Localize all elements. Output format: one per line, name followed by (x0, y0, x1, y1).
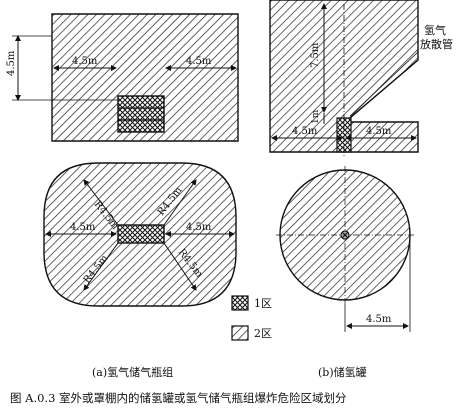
vent-pipe-label-1: 氢气 (424, 23, 446, 37)
dim-b-small-vertical: 1m (311, 109, 321, 124)
legend-zone1-label: 1区 (254, 297, 272, 310)
dim-b-circle-radius: 4.5m (366, 314, 392, 325)
vent-pipe-label-2: 放散管 (420, 37, 453, 51)
panel-a-elevation: 4.5m 4.5m 4.5m (6, 13, 239, 142)
legend-zone2-swatch (231, 325, 249, 341)
panel-b-label: (b)储氢罐 (318, 365, 367, 379)
panel-b-elevation: 7.5m 1m 4.5m 4.5m 氢气 放散管 (269, 0, 453, 156)
dim-b-top-vertical: 7.5m (310, 42, 321, 68)
dim-plan-left: 4.5m (70, 222, 96, 233)
cylinder-group-zone1 (117, 95, 165, 133)
dim-b-right: 4.5m (366, 126, 392, 137)
legend-zone2-label: 2区 (254, 327, 272, 340)
dim-b-left: 4.5m (292, 126, 318, 137)
elevation-zone2-area (51, 13, 239, 142)
dim-a-left-horizontal: 4.5m (72, 56, 98, 67)
panel-a-plan: 4.5m 4.5m R4.5m R4.5m R4.5m R4.5m (43, 162, 237, 307)
tank-zone1 (336, 117, 352, 153)
panel-a-label: (a)氢气储气瓶组 (92, 365, 173, 379)
legend: 1区 2区 (231, 295, 272, 341)
dim-a-right-horizontal: 4.5m (186, 56, 212, 67)
figure-caption: 图 A.0.3 室外或罩棚内的储氢罐或氢气储气瓶组爆炸危险区域划分 (10, 391, 347, 405)
plan-cylinders-zone1 (117, 224, 165, 244)
panel-b-plan: 4.5m (276, 166, 414, 332)
dim-plan-right: 4.5m (186, 222, 212, 233)
legend-zone1-swatch (231, 295, 249, 311)
dim-a-vertical: 4.5m (6, 50, 17, 76)
